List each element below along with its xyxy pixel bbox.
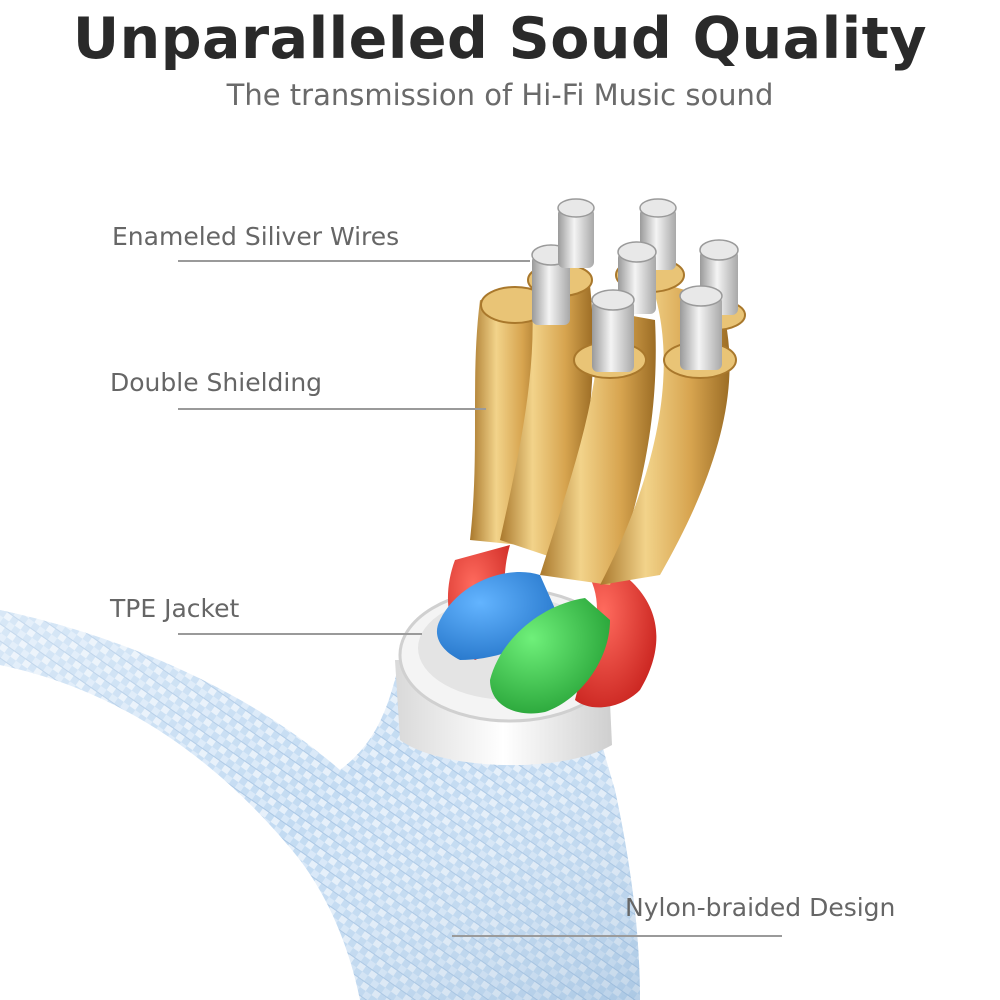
callout-nylon-braid: Nylon-braided Design	[625, 893, 896, 922]
page-title: Unparalleled Soud Quality	[72, 6, 928, 72]
silver-wires	[531, 198, 739, 372]
callout-tpe-jacket: TPE Jacket	[110, 594, 240, 623]
callout-double-shielding: Double Shielding	[110, 368, 323, 397]
leader-lines	[178, 260, 782, 937]
callout-silver-wires: Enameled Siliver Wires	[112, 222, 400, 251]
page-subtitle: The transmission of Hi-Fi Music sound	[226, 78, 774, 112]
insulated-wires	[436, 545, 657, 714]
